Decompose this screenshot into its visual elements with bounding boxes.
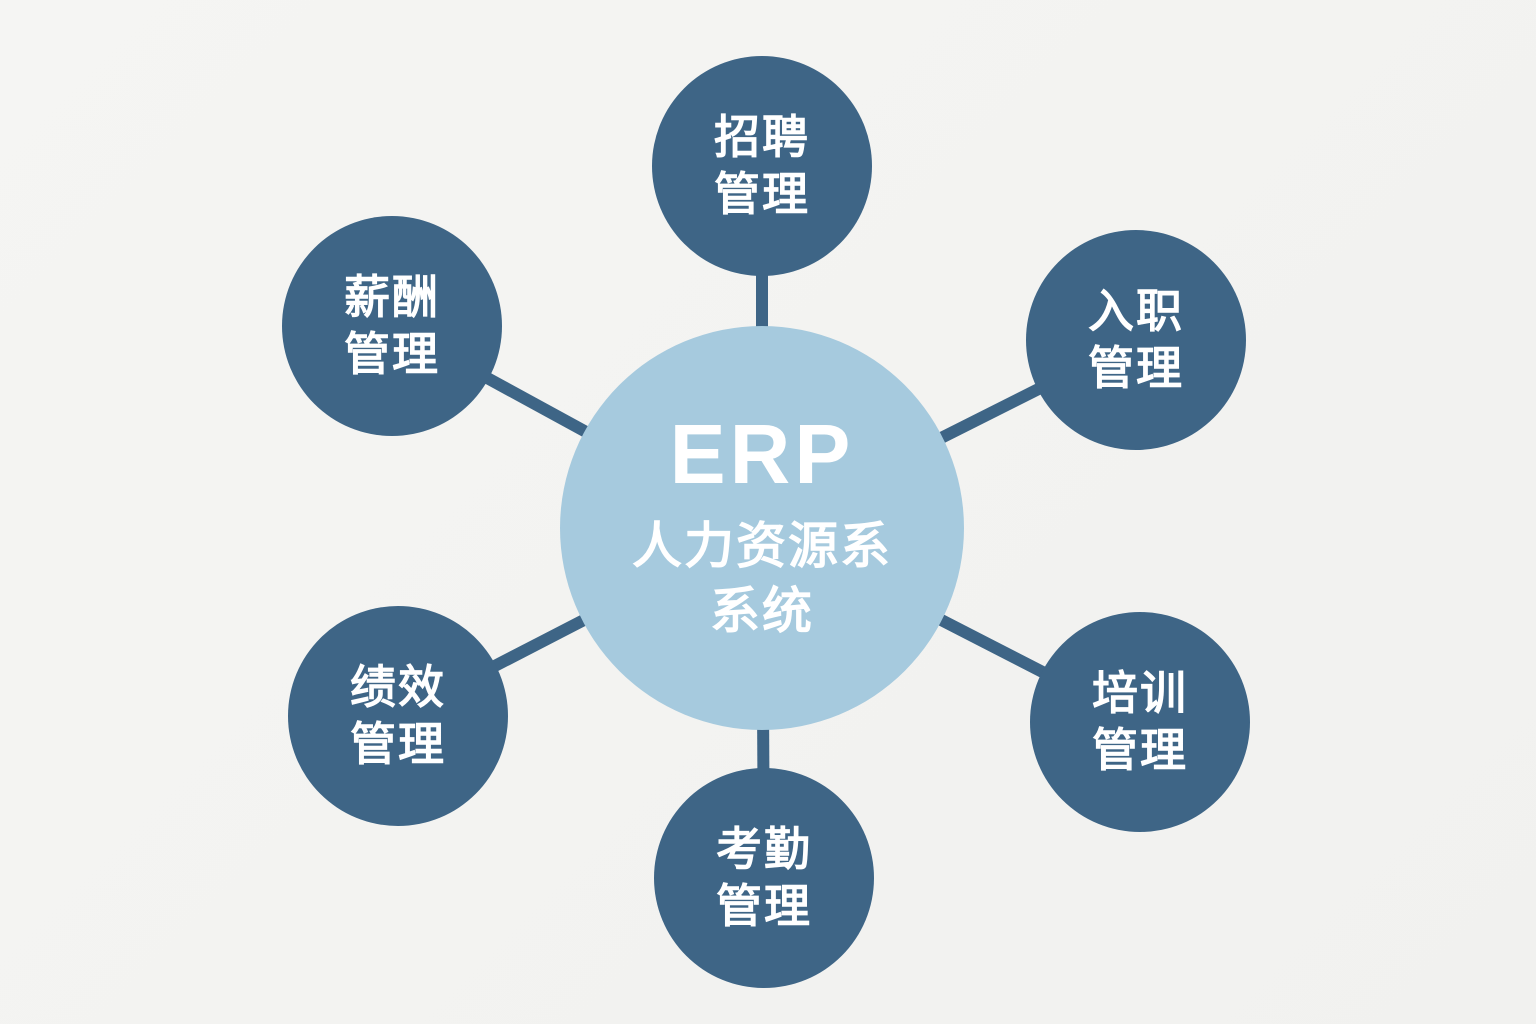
node-onboarding-label-line1: 入职 xyxy=(1088,284,1184,337)
node-compensation: 薪酬 管理 xyxy=(282,216,502,436)
node-recruitment-label-line1: 招聘 xyxy=(714,110,810,163)
center-subtitle-line1: 人力资源系 xyxy=(632,518,892,574)
center-title: ERP xyxy=(669,407,855,501)
node-attendance: 考勤 管理 xyxy=(654,768,874,988)
node-training-label-line1: 培训 xyxy=(1092,666,1188,719)
center-subtitle: 人力资源系 系统 xyxy=(632,514,892,644)
node-recruitment: 招聘 管理 xyxy=(652,56,872,276)
node-performance-label-line1: 绩效 xyxy=(350,660,446,713)
node-performance-label-line2: 管理 xyxy=(350,718,446,770)
node-compensation-label-line2: 管理 xyxy=(344,328,440,380)
node-onboarding-label-line2: 管理 xyxy=(1088,342,1184,394)
node-attendance-label-line2: 管理 xyxy=(716,880,812,932)
center-node-erp-hr-system: ERP 人力资源系 系统 xyxy=(560,326,964,730)
node-training-label-line2: 管理 xyxy=(1092,724,1188,776)
node-compensation-label-line1: 薪酬 xyxy=(344,270,440,323)
node-recruitment-label-line2: 管理 xyxy=(714,168,810,220)
node-onboarding: 入职 管理 xyxy=(1026,230,1246,450)
node-performance: 绩效 管理 xyxy=(288,606,508,826)
center-subtitle-line2: 系统 xyxy=(710,583,814,639)
node-attendance-label-line1: 考勤 xyxy=(716,822,812,875)
node-training: 培训 管理 xyxy=(1030,612,1250,832)
